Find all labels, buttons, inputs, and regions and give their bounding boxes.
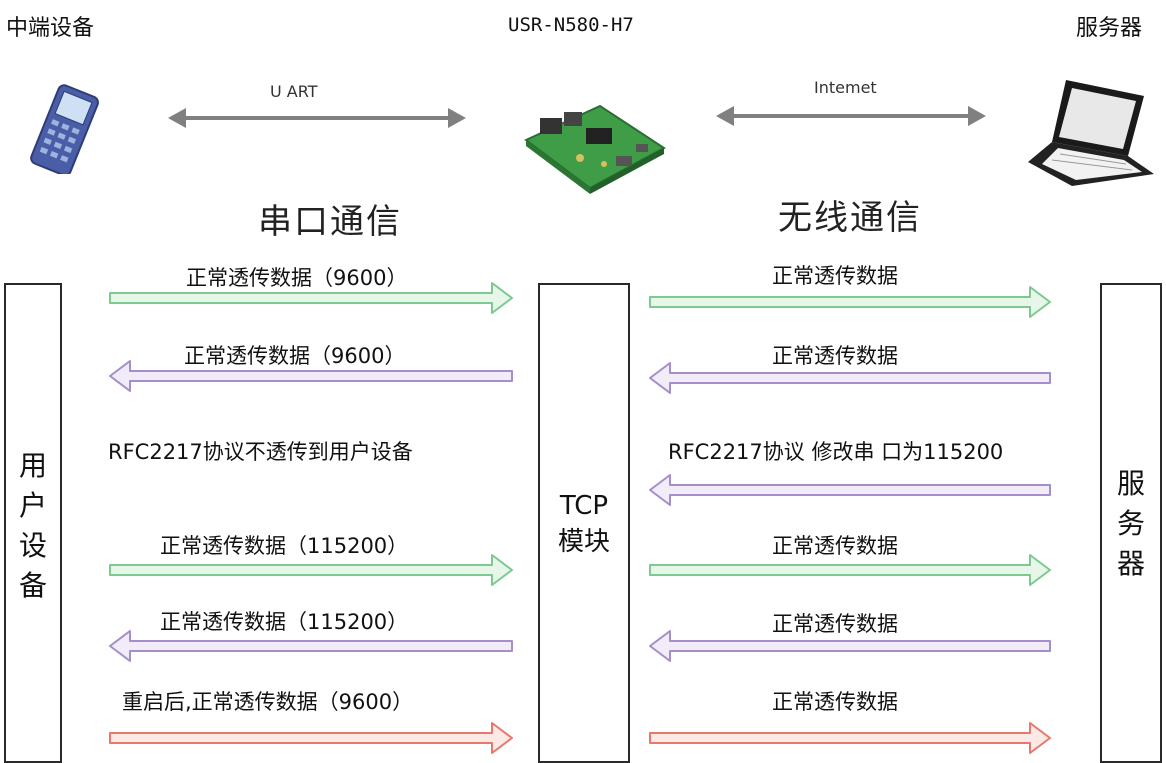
tcp-module-label: TCP 模块 — [538, 488, 630, 560]
right-message-6: 正常透传数据 — [772, 690, 898, 714]
terminal-device-title: 中端设备 — [6, 16, 95, 41]
user-device-char-1: 用 — [18, 449, 47, 482]
module-model-title: USR-N580-H7 — [508, 14, 634, 36]
left-arrow-4 — [109, 554, 513, 586]
tcp-module-line-1: TCP — [559, 491, 609, 521]
right-arrow-1 — [649, 286, 1051, 318]
laptop-icon — [1028, 80, 1154, 186]
right-arrow-6 — [649, 722, 1051, 754]
circuit-board-icon — [524, 104, 666, 194]
user-device-char-4: 备 — [18, 569, 47, 602]
internet-double-arrow — [716, 106, 986, 126]
left-message-5: 正常透传数据（115200） — [160, 610, 409, 634]
left-message-2: 正常透传数据（9600） — [184, 344, 406, 368]
server-box — [1100, 283, 1162, 763]
left-message-3: RFC2217协议不透传到用户设备 — [108, 440, 413, 464]
tcp-module-line-2: 模块 — [557, 527, 610, 557]
left-arrow-5 — [109, 630, 513, 662]
right-message-1: 正常透传数据 — [772, 264, 898, 288]
server-char-2: 务 — [1116, 507, 1145, 540]
user-device-char-2: 户 — [18, 489, 47, 522]
right-message-3: RFC2217协议 修改串 口为115200 — [668, 440, 1004, 464]
serial-communication-title: 串口通信 — [258, 202, 402, 242]
left-arrow-1 — [109, 282, 513, 314]
right-arrow-5 — [649, 630, 1051, 662]
internet-link-label: Intemet — [814, 78, 877, 97]
wireless-communication-title: 无线通信 — [778, 198, 922, 238]
left-message-1: 正常透传数据（9600） — [186, 266, 408, 290]
user-device-label: 用 户 设 备 — [4, 446, 62, 606]
user-device-char-3: 设 — [18, 529, 47, 562]
left-arrow-2 — [109, 360, 513, 392]
server-char-3: 器 — [1116, 547, 1145, 580]
uart-double-arrow — [168, 108, 466, 128]
right-message-4: 正常透传数据 — [772, 534, 898, 558]
server-char-1: 服 — [1116, 467, 1145, 500]
left-message-4: 正常透传数据（115200） — [160, 534, 409, 558]
right-arrow-3 — [649, 474, 1051, 506]
server-label: 服 务 器 — [1100, 464, 1162, 584]
right-arrow-4 — [649, 554, 1051, 586]
right-message-2: 正常透传数据 — [772, 344, 898, 368]
uart-link-label: U ART — [270, 82, 318, 101]
left-message-6: 重启后,正常透传数据（9600） — [122, 690, 414, 714]
handheld-terminal-icon — [30, 84, 99, 174]
user-device-box — [4, 283, 62, 763]
left-arrow-6 — [109, 722, 513, 754]
right-message-5: 正常透传数据 — [772, 612, 898, 636]
server-title: 服务器 — [1076, 16, 1143, 41]
right-arrow-2 — [649, 362, 1051, 394]
